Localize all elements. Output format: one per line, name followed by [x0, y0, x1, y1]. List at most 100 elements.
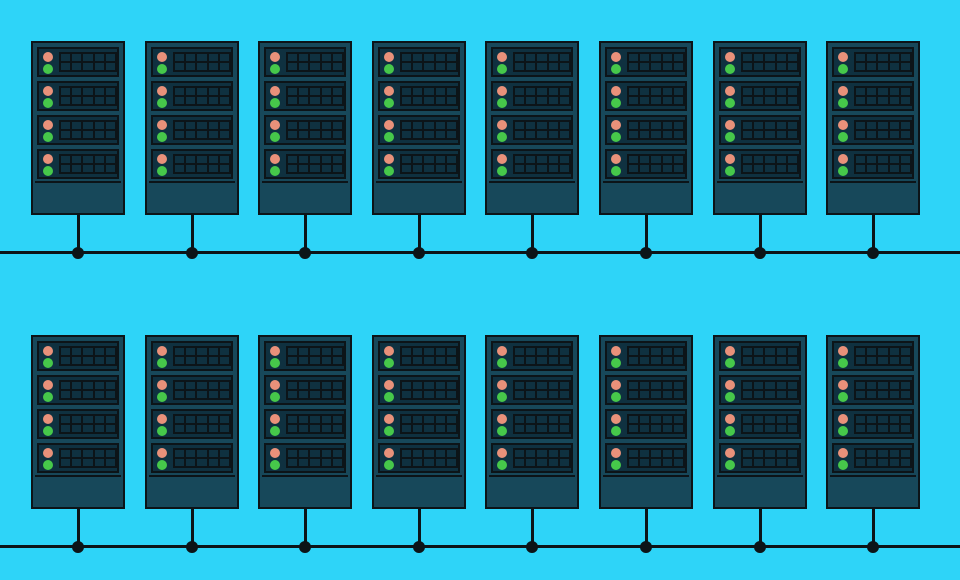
drive-bay-grid [513, 380, 571, 400]
drive-slot [196, 381, 208, 390]
server-unit [264, 149, 346, 179]
server-unit [37, 409, 119, 439]
drive-slot [60, 62, 72, 71]
drive-bay-grid [400, 448, 458, 468]
drive-slot [888, 356, 900, 365]
drive-slot [525, 130, 537, 139]
server-unit [605, 409, 687, 439]
rack-base-panel [376, 181, 462, 211]
drive-slot [855, 164, 867, 173]
power-led-icon [497, 392, 507, 402]
drive-slot [185, 424, 197, 433]
drive-slot [298, 458, 310, 467]
drive-slot [888, 155, 900, 164]
drive-slot [207, 155, 219, 164]
drive-bay-grid [286, 380, 344, 400]
drive-slot [855, 458, 867, 467]
drive-bay-grid [173, 52, 231, 72]
drive-slot [104, 53, 116, 62]
power-led-icon [43, 132, 53, 142]
drive-bay-grid [627, 120, 685, 140]
drive-slot [672, 449, 684, 458]
status-led-icon [270, 52, 280, 62]
power-led-icon [157, 392, 167, 402]
drive-slot [639, 130, 651, 139]
drive-slot [287, 415, 299, 424]
drive-slot [742, 415, 754, 424]
status-led-icon [270, 86, 280, 96]
drive-slot [672, 87, 684, 96]
drive-slot [866, 381, 878, 390]
drive-slot [742, 449, 754, 458]
server-unit [151, 443, 233, 473]
status-led-icon [43, 120, 53, 130]
drive-slot [71, 96, 83, 105]
drive-slot [764, 87, 776, 96]
drive-slot [287, 121, 299, 130]
drive-slot [866, 87, 878, 96]
server-rack [372, 41, 466, 215]
drive-slot [650, 458, 662, 467]
drive-slot [60, 390, 72, 399]
drive-slot [445, 87, 457, 96]
drive-slot [445, 390, 457, 399]
drive-slot [434, 390, 446, 399]
drive-slot [866, 458, 878, 467]
drive-slot [558, 381, 570, 390]
drive-slot [536, 424, 548, 433]
drive-slot [742, 53, 754, 62]
drive-slot [71, 62, 83, 71]
drive-slot [218, 449, 230, 458]
drive-slot [742, 164, 754, 173]
drive-slot [82, 458, 94, 467]
drive-slot [888, 62, 900, 71]
drive-slot [309, 62, 321, 71]
power-led-icon [725, 132, 735, 142]
drive-bay-grid [400, 120, 458, 140]
drive-slot [775, 130, 787, 139]
power-led-icon [725, 358, 735, 368]
drive-slot [82, 356, 94, 365]
drive-slot [82, 381, 94, 390]
status-led-icon [43, 86, 53, 96]
network-node [186, 246, 198, 259]
drive-slot [60, 121, 72, 130]
status-led-icon [725, 414, 735, 424]
drive-slot [536, 458, 548, 467]
power-led-icon [611, 98, 621, 108]
status-led-icon [43, 346, 53, 356]
drive-slot [412, 424, 424, 433]
drive-slot [775, 424, 787, 433]
network-node [299, 540, 311, 553]
drive-slot [104, 424, 116, 433]
drive-slot [218, 415, 230, 424]
drive-slot [899, 449, 911, 458]
drive-slot [331, 458, 343, 467]
drive-slot [742, 87, 754, 96]
drive-slot [104, 164, 116, 173]
drive-slot [423, 164, 435, 173]
power-led-icon [270, 98, 280, 108]
drive-slot [514, 96, 526, 105]
server-unit [264, 115, 346, 145]
drive-bay-grid [741, 346, 799, 366]
status-led-icon [497, 380, 507, 390]
drive-slot [639, 87, 651, 96]
drive-bay-grid [741, 414, 799, 434]
power-led-icon [838, 358, 848, 368]
drive-slot [412, 458, 424, 467]
drive-slot [888, 121, 900, 130]
drive-slot [320, 121, 332, 130]
drive-slot [412, 62, 424, 71]
drive-slot [764, 356, 776, 365]
drive-bay-grid [286, 86, 344, 106]
server-unit [719, 115, 801, 145]
drive-slot [558, 415, 570, 424]
power-led-icon [270, 166, 280, 176]
drive-slot [423, 347, 435, 356]
drive-slot [877, 130, 889, 139]
power-led-icon [43, 64, 53, 74]
drive-slot [196, 449, 208, 458]
drive-slot [514, 424, 526, 433]
drive-slot [639, 62, 651, 71]
